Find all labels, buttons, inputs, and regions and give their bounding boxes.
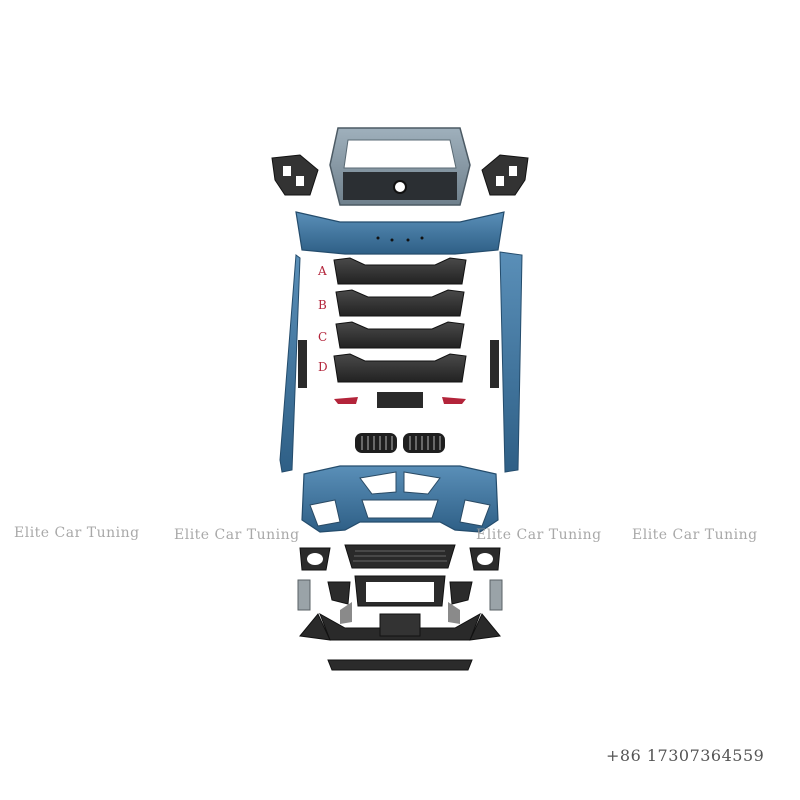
bracket-small-right xyxy=(448,602,460,624)
rear-bumper xyxy=(295,211,505,255)
fog-cover-right xyxy=(469,547,501,571)
side-trim-left xyxy=(298,340,307,388)
canard-right xyxy=(469,613,501,641)
variant-label-d: D xyxy=(318,360,328,374)
reflector-right xyxy=(442,397,466,404)
rear-bracket-left xyxy=(271,154,319,196)
side-trim-right xyxy=(490,340,499,388)
side-skirt-right xyxy=(499,251,523,473)
variant-label-b: B xyxy=(318,298,327,312)
watermark-4: Elite Car Tuning xyxy=(632,527,758,543)
variant-label-c: C xyxy=(318,330,328,344)
front-splitter xyxy=(319,612,481,641)
diffuser-c xyxy=(335,321,465,349)
diffuser-d xyxy=(333,353,467,383)
bracket-small-left xyxy=(340,602,352,624)
front-bracket-right xyxy=(489,579,503,611)
variant-label-a: A xyxy=(318,264,327,278)
rear-diffuser-variants xyxy=(333,257,467,383)
watermark-1: Elite Car Tuning xyxy=(14,525,140,541)
contact-phone: +86 17307364559 xyxy=(606,746,765,765)
watermark-3: Elite Car Tuning xyxy=(476,527,602,543)
side-skirt-left xyxy=(279,254,301,473)
diffuser-b xyxy=(335,289,465,317)
diffuser-a xyxy=(333,257,467,285)
trunk-lid xyxy=(329,127,471,206)
front-bracket-left xyxy=(297,579,311,611)
duct-left xyxy=(327,581,351,605)
fog-cover-left xyxy=(299,547,331,571)
rear-bracket-right xyxy=(481,154,529,196)
front-bumper xyxy=(301,465,499,533)
duct-right xyxy=(449,581,473,605)
front-lip xyxy=(327,659,473,671)
watermark-2: Elite Car Tuning xyxy=(174,527,300,543)
kidney-grille xyxy=(355,433,445,453)
reflector-left xyxy=(334,397,358,404)
canard-left xyxy=(299,613,331,641)
rear-plate-holder xyxy=(377,392,423,408)
center-lower-frame xyxy=(354,575,446,607)
lower-grille xyxy=(344,544,456,569)
